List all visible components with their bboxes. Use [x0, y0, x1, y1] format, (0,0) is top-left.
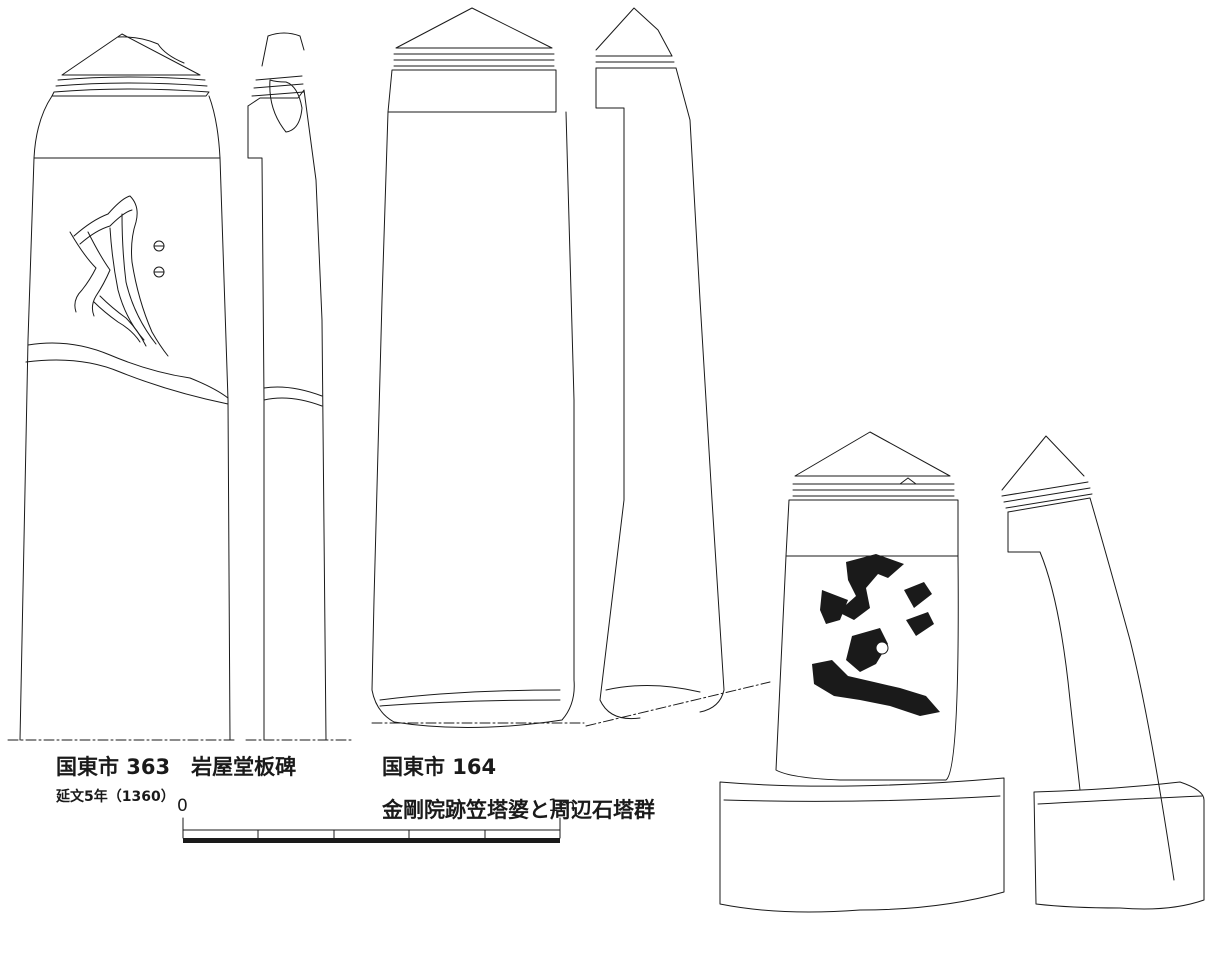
scale-bar [182, 817, 561, 843]
stone-363-date: 延文5年（1360） [56, 789, 175, 805]
stone-164-front-view [371, 7, 585, 729]
siddham-glyph-outline [69, 195, 169, 357]
stone-164-title: 国東市 164 [382, 755, 497, 779]
stone-164-side-view [585, 7, 771, 727]
stone-3-side-view [1001, 435, 1205, 910]
scale-end-label: 1m [548, 796, 576, 816]
stone-363-front-view [7, 33, 236, 741]
scale-start-label: 0 [177, 796, 188, 816]
stone-363-side-view [245, 32, 353, 741]
siddham-glyph-filled [812, 554, 940, 716]
stone-164-name: 金剛院跡笠塔婆と周辺石塔群 [382, 798, 655, 822]
stone-363-title: 国東市 363 岩屋堂板碑 [56, 755, 297, 779]
dot-mark [153, 240, 165, 278]
stone-3-front-view [719, 431, 1005, 913]
